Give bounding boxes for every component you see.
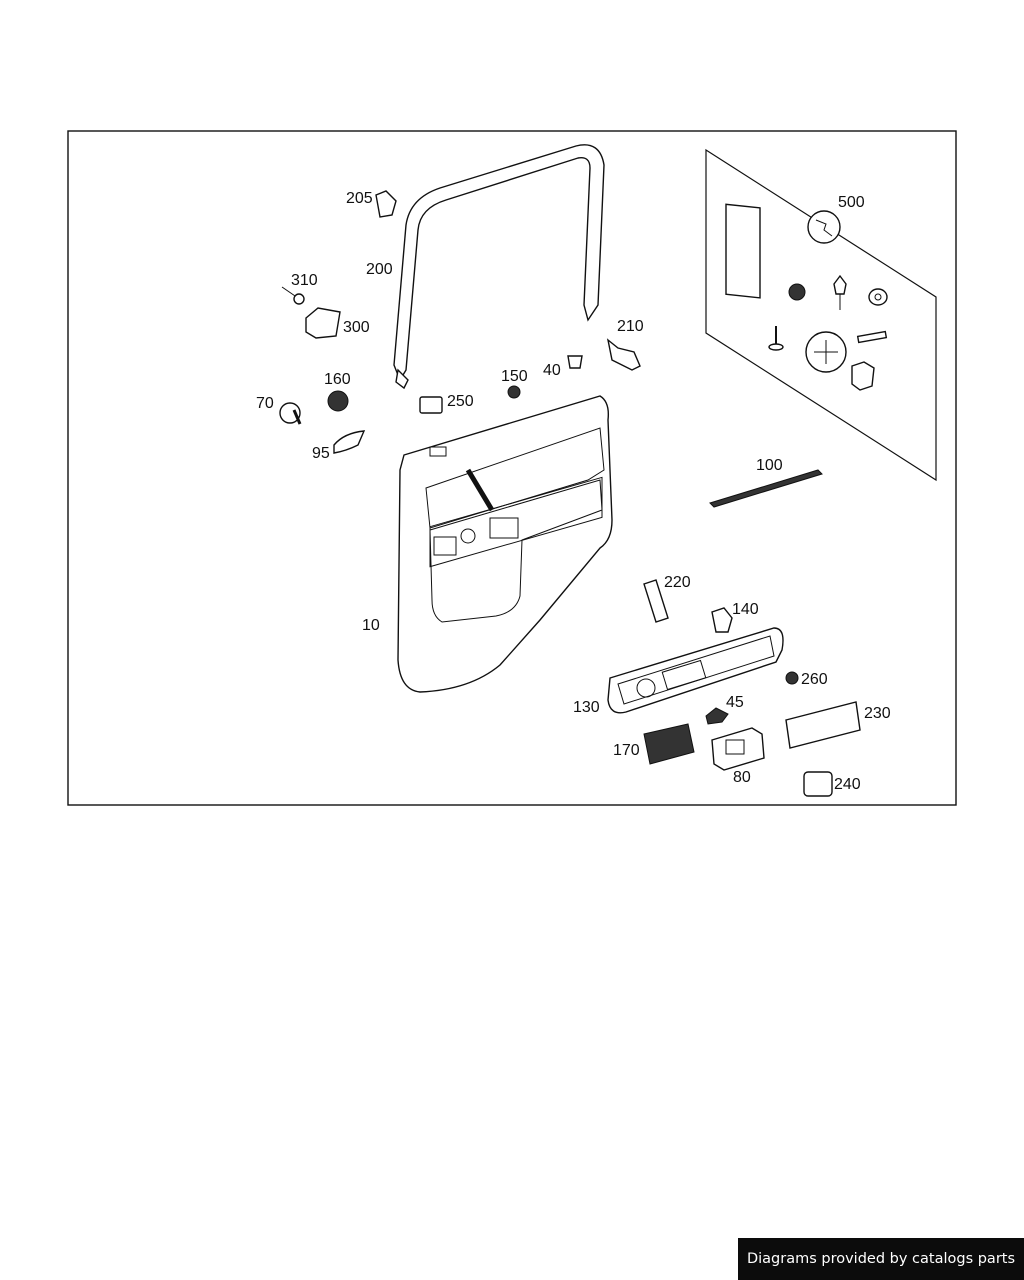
grommet-40 [567,355,583,369]
door-seal-frame [393,144,605,382]
callout-80: 80 [733,769,751,786]
callout-500: 500 [838,194,865,211]
retainer-210 [606,338,641,371]
callout-170: 170 [613,742,640,759]
screw-310 [293,293,305,305]
callout-150: 150 [501,368,528,385]
trim-piece-220 [643,579,669,623]
nut-150 [507,385,521,399]
switch-panel-130 [607,627,784,714]
callout-160: 160 [324,371,351,388]
callout-310: 310 [291,272,318,289]
callout-205: 205 [346,190,373,207]
trim-strip-100 [709,469,823,508]
screw-70 [279,402,301,424]
screw-260 [785,671,799,685]
clip-250 [419,396,443,414]
credit-text: Diagrams provided by catalogs parts [746,1251,1016,1267]
speaker-grille-170 [643,723,695,765]
clip-45 [705,707,729,725]
door-trim-panel-10 [397,395,613,693]
callout-45: 45 [726,694,744,711]
callout-10: 10 [362,617,380,634]
callout-70: 70 [256,395,274,412]
callout-250: 250 [447,393,474,410]
fastener-kit-contents [725,203,888,391]
diagram-credit-banner: Diagrams provided by catalogs parts [738,1238,1024,1280]
callout-210: 210 [617,318,644,335]
bracket-300 [305,307,341,339]
callout-40: 40 [543,362,561,379]
callout-95: 95 [312,445,330,462]
callout-140: 140 [732,601,759,618]
cover-strip-230 [785,701,861,749]
cover-95 [333,430,366,454]
clip-140 [711,607,733,633]
handle-80 [711,727,765,771]
cap-240 [803,771,833,797]
callout-220: 220 [664,574,691,591]
callout-100: 100 [756,457,783,474]
callout-260: 260 [801,671,828,688]
callout-300: 300 [343,319,370,336]
clip-205 [375,190,397,218]
callout-240: 240 [834,776,861,793]
callout-200: 200 [366,261,393,278]
callout-230: 230 [864,705,891,722]
knob-160 [327,390,349,412]
fastener-kit-panel [705,148,937,482]
callout-130: 130 [573,699,600,716]
